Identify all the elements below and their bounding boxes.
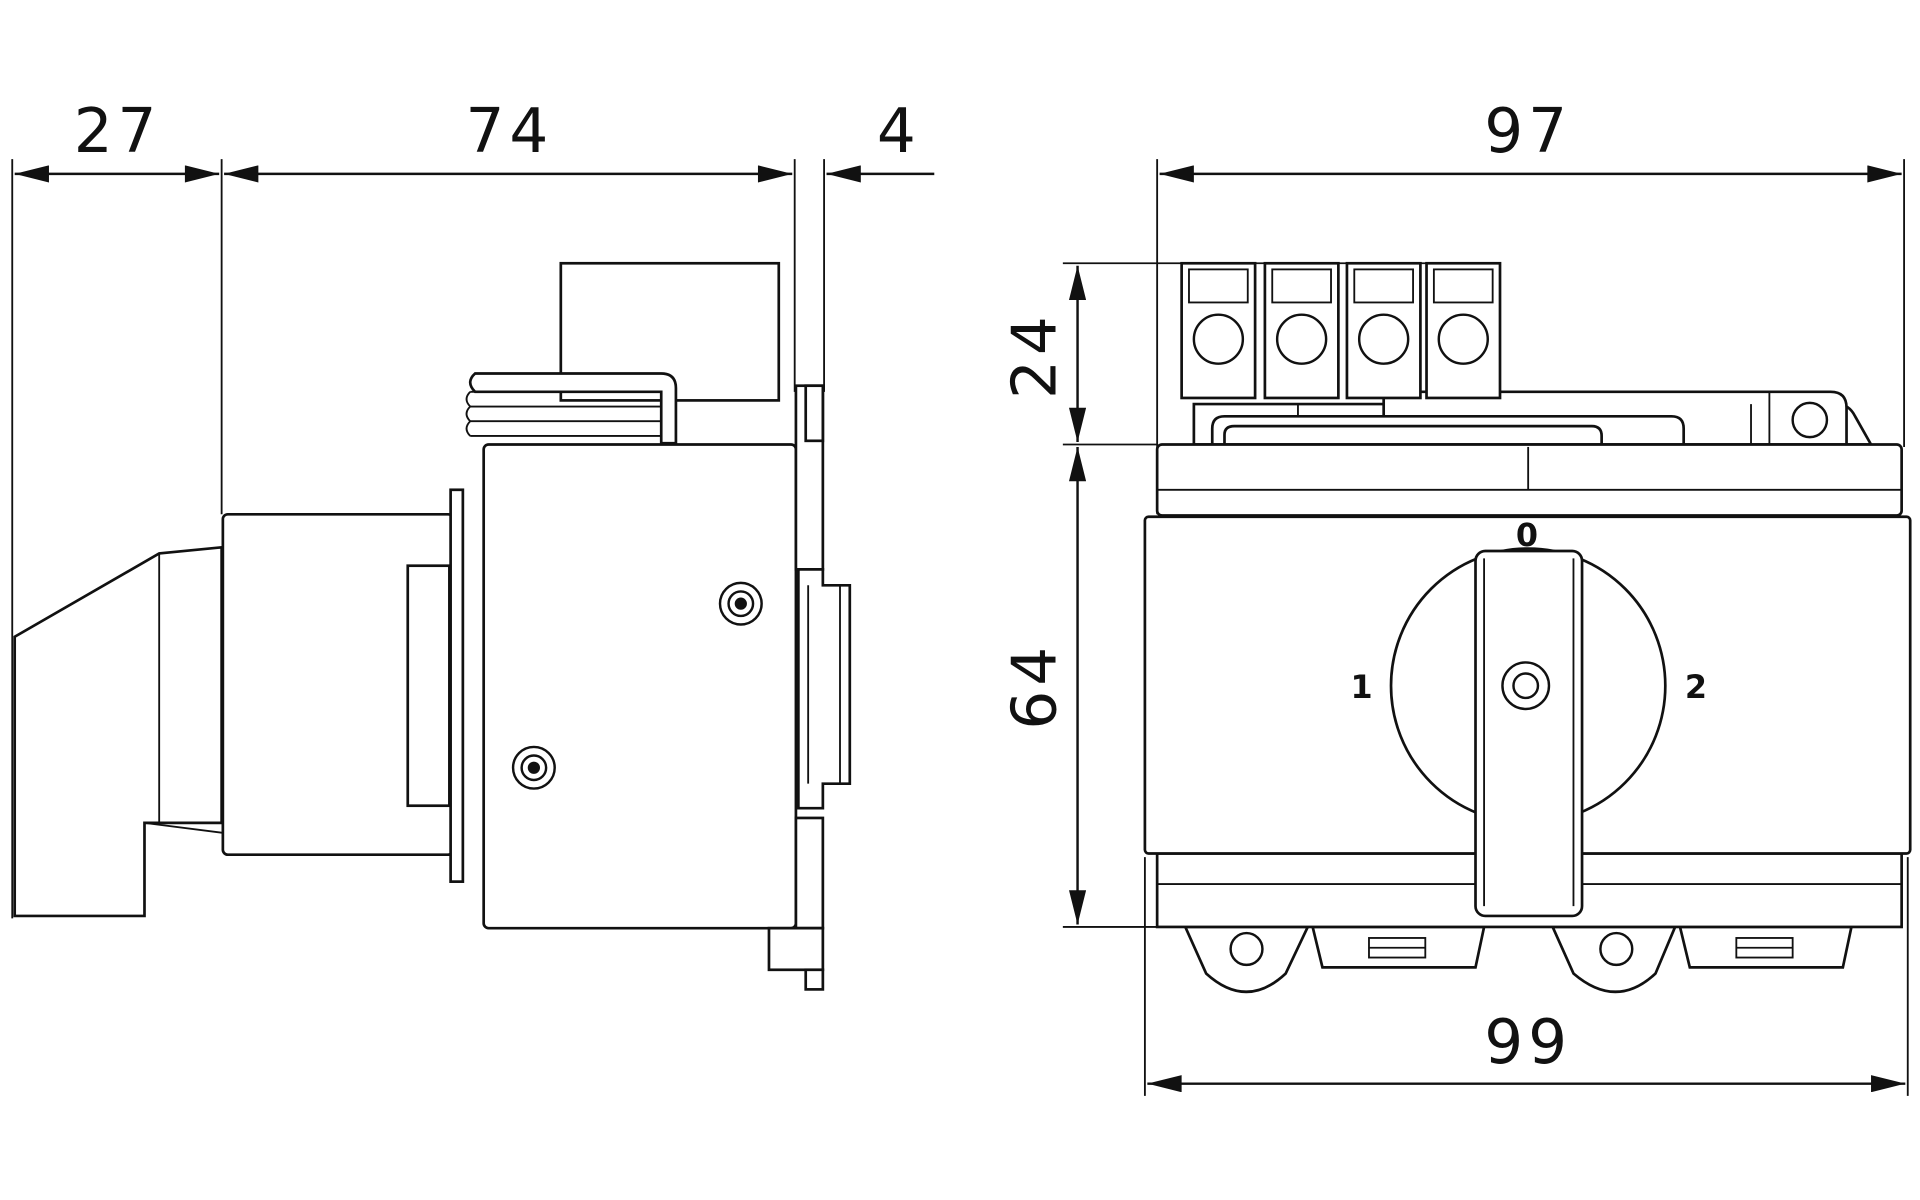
dimension-label-4: 4 <box>877 96 921 167</box>
side-view: 27 74 4 <box>11 96 935 991</box>
dimension-label-24: 24 <box>1000 311 1071 399</box>
position-label-1: 1 <box>1351 668 1373 706</box>
front-view: 97 24 64 99 <box>1000 96 1912 1096</box>
terminal <box>1425 261 1502 400</box>
rotary-handle[interactable] <box>1474 549 1584 918</box>
position-label-0: 0 <box>1516 516 1538 554</box>
din-rail-clip <box>767 384 852 991</box>
top-cover <box>1192 390 1874 446</box>
shaft-block <box>406 564 451 808</box>
front-plate <box>449 488 465 883</box>
handle-screw-icon <box>1501 661 1551 711</box>
ribbed-cover <box>465 372 678 445</box>
terminal-blocks <box>1180 261 1502 400</box>
dimension-label-64: 64 <box>1000 642 1071 730</box>
screw-icon <box>511 745 556 790</box>
position-label-2: 2 <box>1685 668 1707 706</box>
main-body-side <box>482 443 798 930</box>
dimension-label-99: 99 <box>1484 1007 1572 1078</box>
terminal <box>1345 261 1422 400</box>
terminal <box>1263 261 1340 400</box>
dimension-label-97: 97 <box>1484 96 1572 167</box>
dimension-label-74: 74 <box>466 96 554 167</box>
upper-housing <box>1155 443 1903 517</box>
screw-icon <box>718 581 763 626</box>
dimension-label-27: 27 <box>74 96 162 167</box>
terminal <box>1180 261 1257 400</box>
mounting-feet <box>1183 925 1854 994</box>
knob-side <box>13 545 223 918</box>
